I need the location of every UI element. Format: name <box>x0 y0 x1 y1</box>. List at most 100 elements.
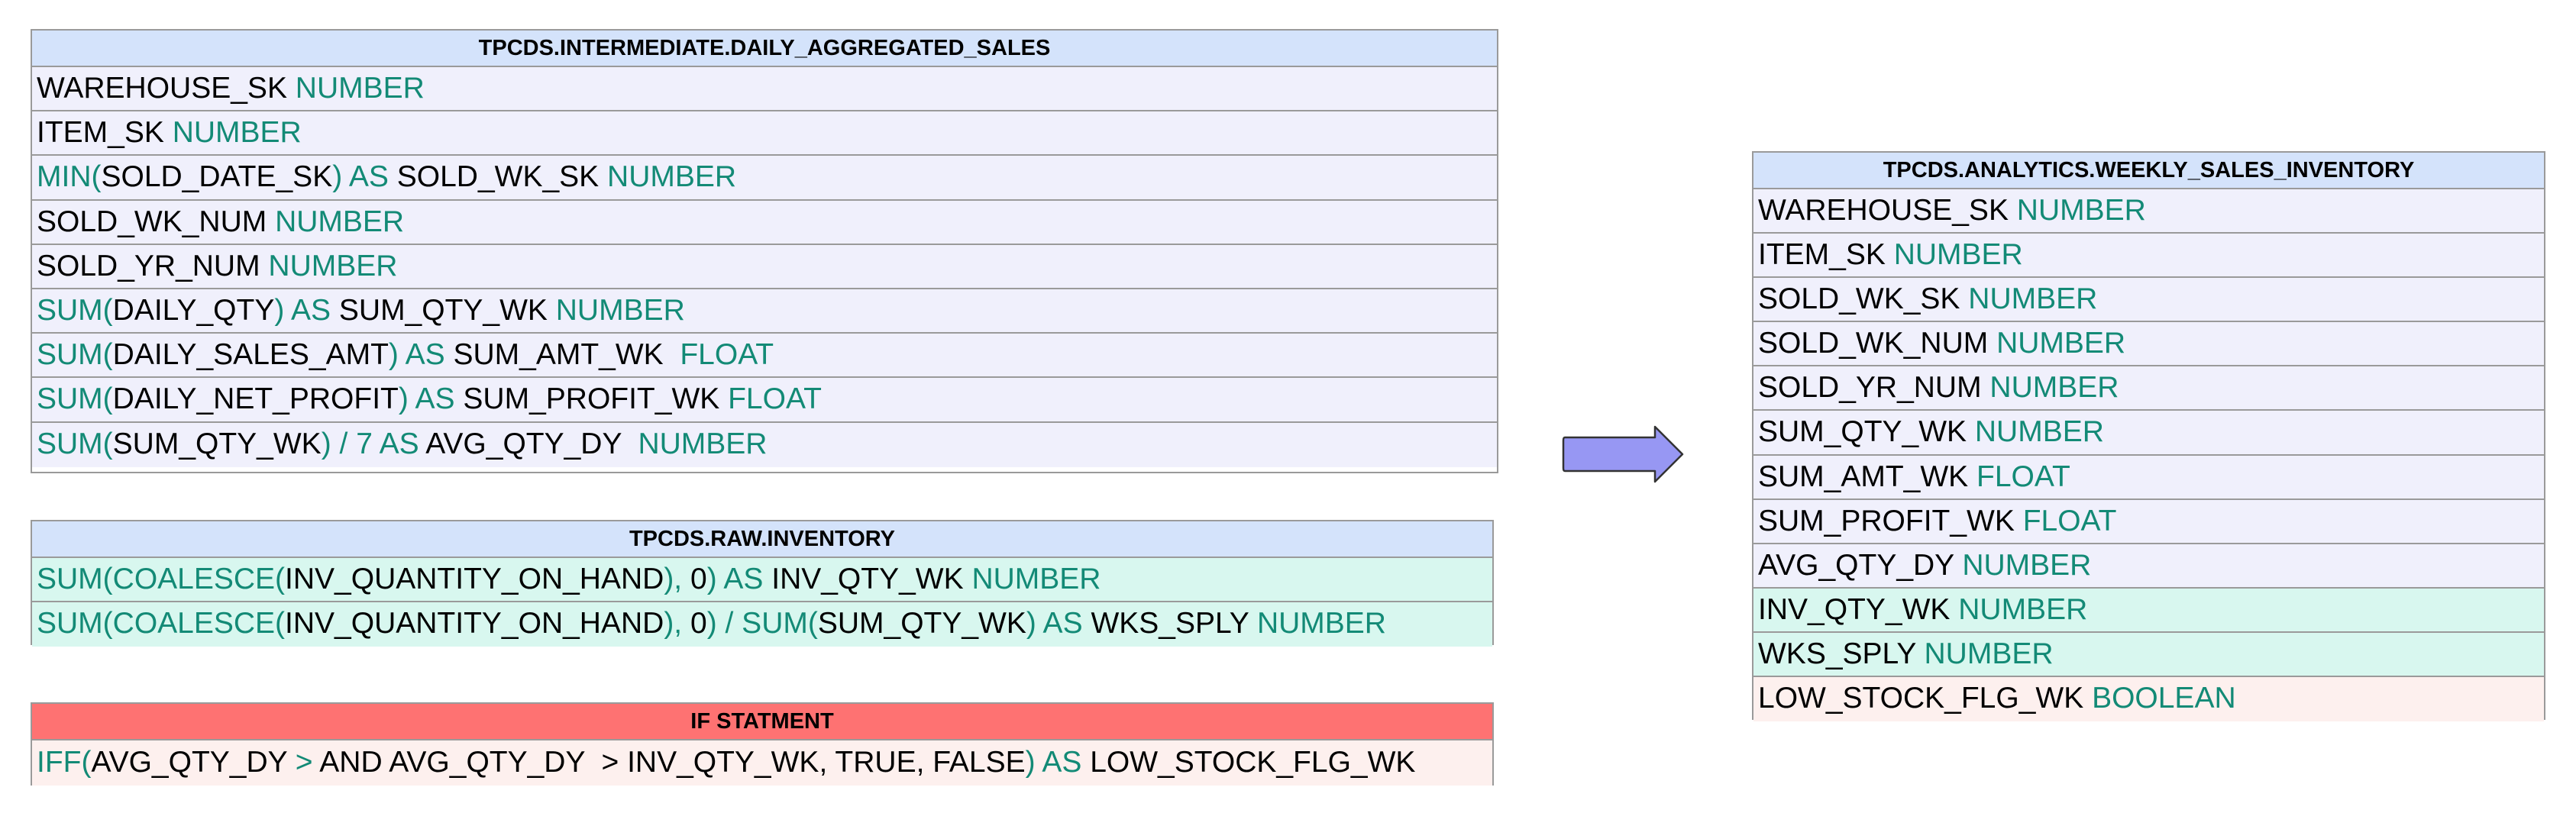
sql-keyword: FLOAT <box>728 382 822 416</box>
column-text: SUM_PROFIT_WK <box>463 382 729 416</box>
sql-keyword: NUMBER <box>971 563 1101 595</box>
table-row: WAREHOUSE_SK NUMBER <box>1753 189 2544 234</box>
sql-keyword: ) AS <box>332 160 397 194</box>
sql-keyword: ) AS <box>1026 607 1091 640</box>
daily-aggregated-sales-table: TPCDS.INTERMEDIATE.DAILY_AGGREGATED_SALE… <box>31 29 1498 473</box>
table-row: AVG_QTY_DY NUMBER <box>1753 544 2544 589</box>
sql-keyword: ) AS <box>398 382 464 416</box>
sql-keyword: NUMBER <box>1962 548 2092 582</box>
sql-keyword: ), <box>664 607 690 640</box>
column-text: LOW_STOCK_FLG_WK <box>1758 682 2093 715</box>
sql-keyword: NUMBER <box>275 205 405 238</box>
column-text: DAILY_NET_PROFIT <box>112 382 399 416</box>
table-row: ITEM_SK NUMBER <box>32 111 1497 156</box>
sql-keyword: NUMBER <box>1893 238 2023 272</box>
sql-keyword: NUMBER <box>172 116 302 150</box>
table-row: SUM(DAILY_QTY) AS SUM_QTY_WK NUMBER <box>32 289 1497 334</box>
column-text: ITEM_SK <box>37 116 173 150</box>
sql-keyword: FLOAT <box>1976 460 2070 493</box>
table-title: TPCDS.ANALYTICS.WEEKLY_SALES_INVENTORY <box>1753 153 2544 189</box>
table-title: TPCDS.RAW.INVENTORY <box>32 521 1492 558</box>
column-text: AND AVG_QTY_DY > INV_QTY_WK, TRUE, FALSE <box>319 746 1026 779</box>
table-row: INV_QTY_WK NUMBER <box>1753 588 2544 633</box>
table-row: SUM_PROFIT_WK FLOAT <box>1753 499 2544 544</box>
sql-keyword: FLOAT <box>680 338 774 372</box>
table-row: SOLD_YR_NUM NUMBER <box>32 244 1497 289</box>
table-row: WAREHOUSE_SK NUMBER <box>32 67 1497 112</box>
sql-keyword: NUMBER <box>1989 371 2119 405</box>
sql-keyword: NUMBER <box>268 249 398 282</box>
sql-keyword: ) AS <box>274 293 339 327</box>
column-text: LOW_STOCK_FLG_WK <box>1090 746 1416 779</box>
column-text: DAILY_QTY <box>112 293 275 327</box>
column-text: AVG_QTY_DY <box>91 746 296 779</box>
table-title: IF STATMENT <box>32 704 1492 740</box>
sql-keyword: NUMBER <box>1958 592 2088 626</box>
sql-keyword: NUMBER <box>295 72 425 105</box>
column-text: WKS_SPLY <box>1091 607 1257 640</box>
sql-keyword: ) / 7 AS <box>321 427 426 460</box>
sql-keyword: ) / SUM( <box>706 607 818 640</box>
column-text: WAREHOUSE_SK <box>37 72 296 105</box>
column-text: 0 <box>690 607 707 640</box>
table-row: SOLD_WK_SK NUMBER <box>1753 278 2544 323</box>
table-row: SUM(SUM_QTY_WK) / 7 AS AVG_QTY_DY NUMBER <box>32 422 1497 467</box>
table-row: IFF(AVG_QTY_DY > AND AVG_QTY_DY > INV_QT… <box>32 740 1492 786</box>
column-text: SUM_PROFIT_WK <box>1758 504 2023 537</box>
table-row: SOLD_WK_NUM NUMBER <box>32 200 1497 245</box>
column-text: INV_QUANTITY_ON_HAND <box>285 607 664 640</box>
if-statement-table: IF STATMENT IFF(AVG_QTY_DY > AND AVG_QTY… <box>31 702 1494 786</box>
sql-keyword: NUMBER <box>1974 415 2104 449</box>
table-row: ITEM_SK NUMBER <box>1753 234 2544 279</box>
sql-keyword: ) AS <box>388 338 454 372</box>
sql-keyword: SUM( <box>37 427 113 460</box>
table-row: SUM(DAILY_NET_PROFIT) AS SUM_PROFIT_WK F… <box>32 378 1497 423</box>
table-row: SUM(COALESCE(INV_QUANTITY_ON_HAND), 0) /… <box>32 602 1492 647</box>
column-text: 0 <box>690 563 707 595</box>
right-arrow-icon <box>1562 425 1684 483</box>
column-text: SUM_QTY_WK <box>817 607 1026 640</box>
column-text: SUM_QTY_WK <box>1758 415 1975 449</box>
sql-keyword: FLOAT <box>2022 504 2117 537</box>
column-text: DAILY_SALES_AMT <box>112 338 389 372</box>
sql-keyword: NUMBER <box>1924 637 2054 670</box>
column-text: AVG_QTY_DY <box>1758 548 1963 582</box>
inventory-table: TPCDS.RAW.INVENTORY SUM(COALESCE(INV_QUA… <box>31 520 1494 647</box>
column-text: SUM_QTY_WK <box>112 427 322 460</box>
sql-keyword: NUMBER <box>607 160 737 194</box>
table-row: WKS_SPLY NUMBER <box>1753 632 2544 678</box>
table-row: SUM(COALESCE(INV_QUANTITY_ON_HAND), 0) A… <box>32 558 1492 602</box>
column-text: ITEM_SK <box>1758 238 1894 272</box>
table-row: SUM(DAILY_SALES_AMT) AS SUM_AMT_WK FLOAT <box>32 334 1497 379</box>
column-text: SOLD_YR_NUM <box>37 249 269 282</box>
column-text: WKS_SPLY <box>1758 637 1925 670</box>
column-text: SOLD_WK_SK <box>1758 282 1969 316</box>
weekly-sales-inventory-table: TPCDS.ANALYTICS.WEEKLY_SALES_INVENTORY W… <box>1752 151 2545 722</box>
column-text: SUM_QTY_WK <box>338 293 556 327</box>
sql-keyword: SUM( <box>37 382 113 416</box>
column-text: SOLD_DATE_SK <box>101 160 333 194</box>
sql-keyword: NUMBER <box>1968 282 2098 316</box>
sql-keyword: IFF( <box>37 746 92 779</box>
sql-keyword: ), <box>664 563 690 595</box>
sql-keyword: NUMBER <box>2016 194 2146 227</box>
table-row: SUM_AMT_WK FLOAT <box>1753 455 2544 500</box>
sql-keyword: MIN( <box>37 160 102 194</box>
sql-keyword: SUM( <box>37 338 113 372</box>
table-row: LOW_STOCK_FLG_WK BOOLEAN <box>1753 677 2544 722</box>
sql-keyword: NUMBER <box>1996 327 2126 360</box>
column-text: SOLD_WK_SK <box>396 160 608 194</box>
column-text: INV_QTY_WK <box>1758 592 1959 626</box>
column-text: WAREHOUSE_SK <box>1758 194 2017 227</box>
column-text: INV_QUANTITY_ON_HAND <box>285 563 664 595</box>
table-row: SOLD_WK_NUM NUMBER <box>1753 322 2544 367</box>
column-text: SUM_AMT_WK <box>1758 460 1977 493</box>
sql-keyword: NUMBER <box>1256 607 1386 640</box>
sql-keyword: BOOLEAN <box>2092 682 2236 715</box>
column-text: INV_QTY_WK <box>771 563 972 595</box>
column-text: SOLD_WK_NUM <box>1758 327 1997 360</box>
column-text: SUM_AMT_WK <box>453 338 680 372</box>
sql-keyword: > <box>295 746 320 779</box>
sql-keyword: NUMBER <box>555 293 685 327</box>
sql-keyword: SUM(COALESCE( <box>37 607 286 640</box>
